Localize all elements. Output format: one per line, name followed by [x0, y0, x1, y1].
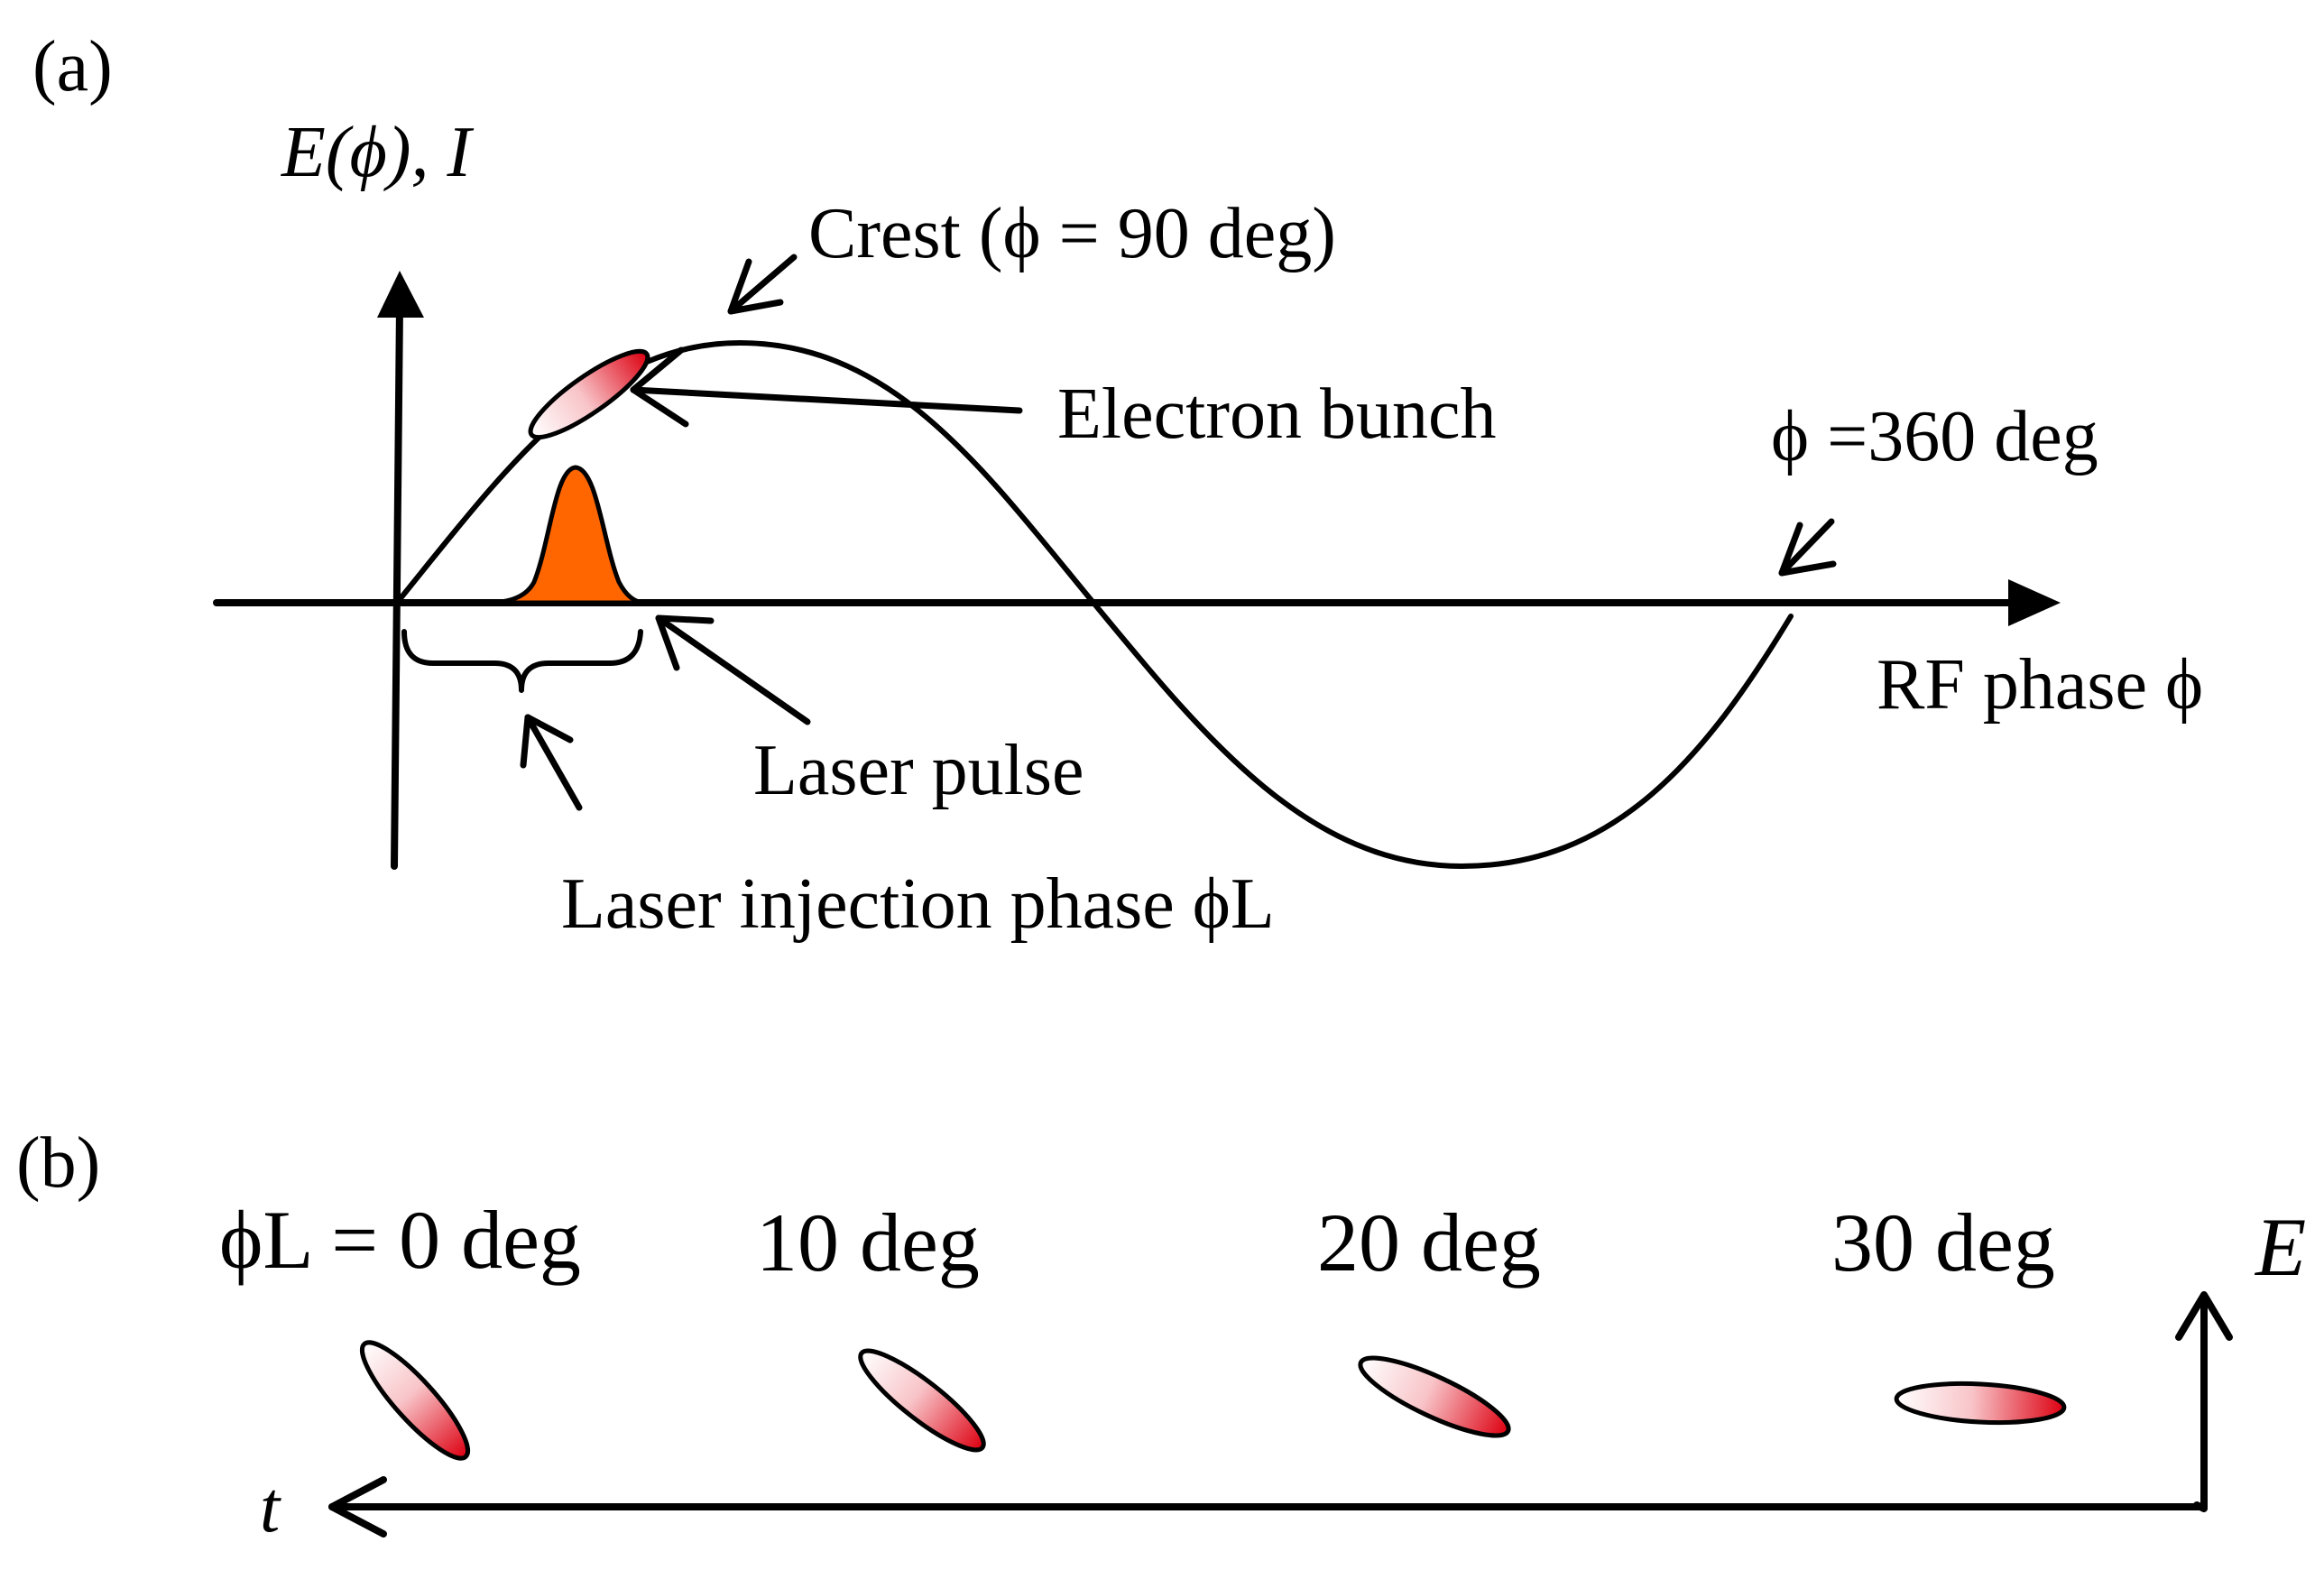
time-axis-label: t: [260, 1468, 281, 1547]
bunch-phase-20: [1358, 1355, 1511, 1438]
crest-label: Crest (ϕ = 90 deg): [808, 194, 1336, 273]
x-axis-label: RF phase ϕ: [1877, 645, 2203, 725]
end-phase-label: ϕ =360 deg: [1771, 397, 2098, 476]
time-axis: [328, 1476, 2208, 1538]
laser-pulse-arrow: [655, 614, 811, 725]
end-phase-arrow: [1778, 518, 1837, 577]
bunch-phase-30: [1894, 1381, 2067, 1426]
electron-bunch-arrow: [630, 346, 1023, 428]
phase-label-30: 30 deg: [1831, 1196, 2055, 1288]
phase-label-10: 10 deg: [756, 1196, 980, 1288]
injection-phase-label: Laser injection phase ϕL: [561, 864, 1275, 944]
injection-phase-arrow: [520, 714, 583, 811]
crest-arrow: [727, 254, 798, 315]
injection-phase-brace: [401, 629, 643, 693]
energy-axis: [2175, 1291, 2233, 1512]
y-axis: [377, 271, 424, 870]
bunch-phase-0: [359, 1340, 471, 1461]
y-axis-label: E(ϕ), I: [281, 113, 475, 192]
phase-label-20: 20 deg: [1317, 1196, 1541, 1288]
electron-bunch-label: Electron bunch: [1057, 374, 1496, 454]
laser-pulse-shape: [486, 465, 646, 605]
panel-b-label: (b): [16, 1123, 100, 1203]
laser-pulse-label: Laser pulse: [753, 731, 1084, 810]
energy-axis-label: E: [2254, 1201, 2306, 1293]
phase-label-0: ϕL = 0 deg: [219, 1194, 581, 1286]
electron-bunch: [528, 348, 650, 440]
bunch-phase-10: [858, 1348, 986, 1453]
panel-a-label: (a): [32, 27, 113, 106]
